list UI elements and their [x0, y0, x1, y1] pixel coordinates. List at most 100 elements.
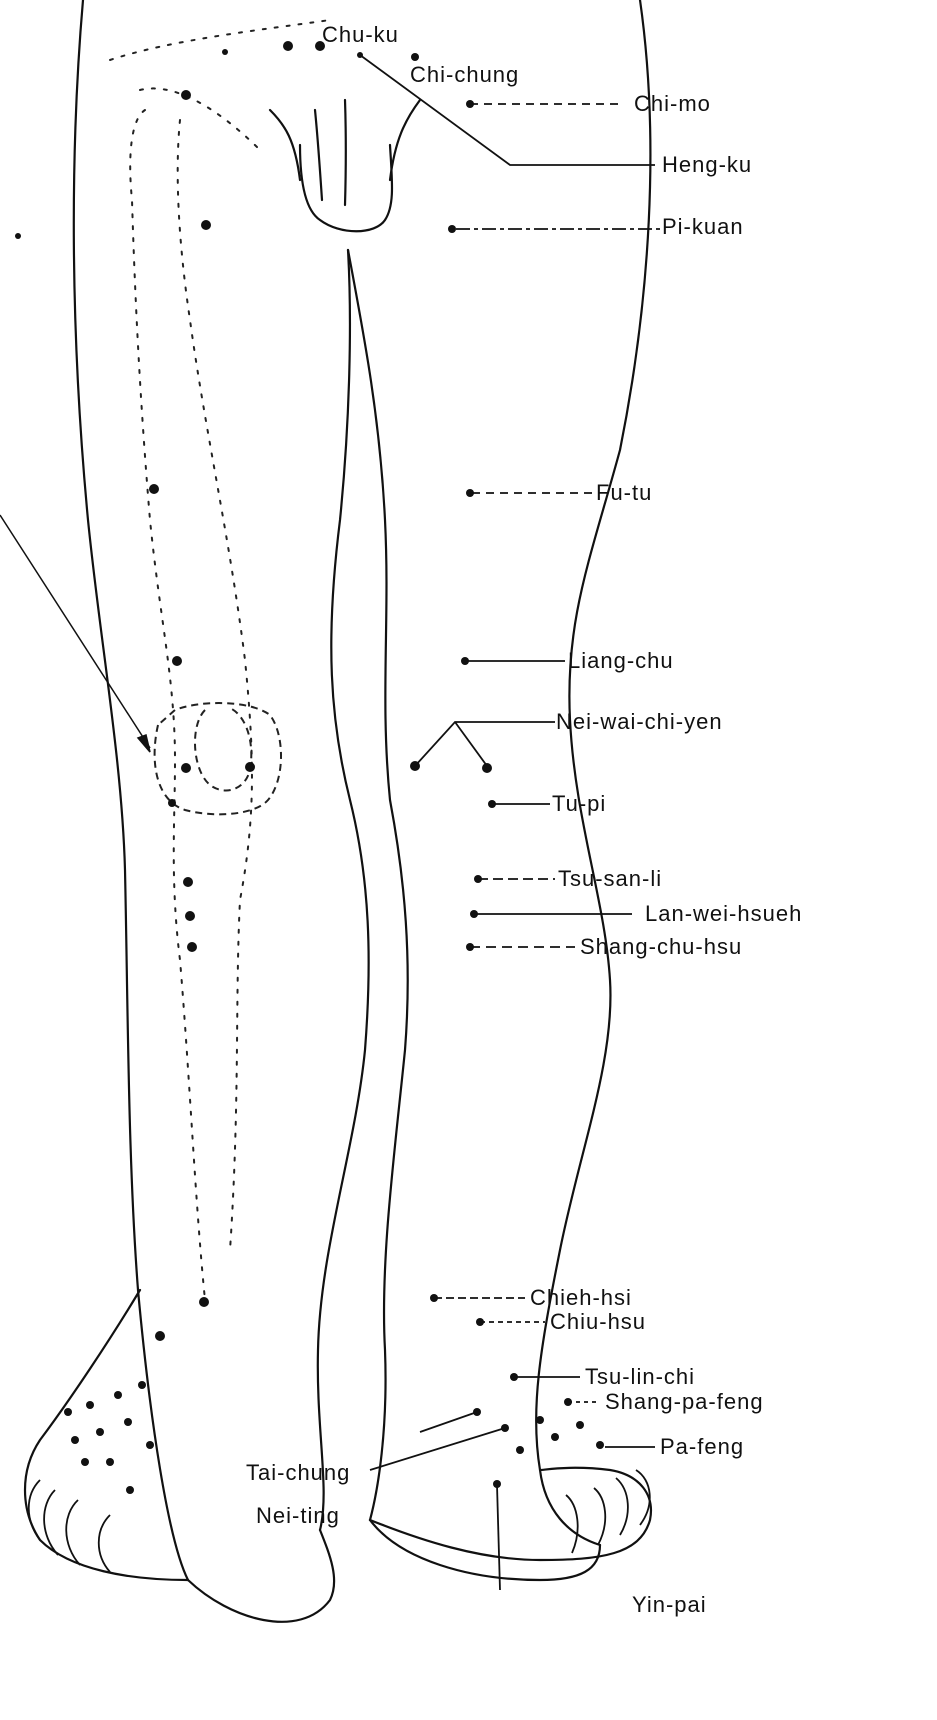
- dot-shin-3: [187, 942, 197, 952]
- dot-shang-chu-hsu: [466, 943, 474, 951]
- label-nei-ting: Nei-ting: [256, 1505, 340, 1527]
- label-shang-chu-hsu: Shang-chu-hsu: [580, 936, 742, 958]
- label-pa-feng: Pa-feng: [660, 1436, 744, 1458]
- right-toe-4: [566, 1495, 578, 1553]
- dot-chi-mo: [466, 100, 474, 108]
- dot-foot-l7: [124, 1418, 132, 1426]
- dot-tu-pi: [488, 800, 496, 808]
- right-toe-3: [594, 1488, 605, 1545]
- dot-thigh-1: [201, 220, 211, 230]
- right-foot-top: [370, 1468, 651, 1560]
- dot-chiu-hsu: [476, 1318, 484, 1326]
- meridian-paths: [110, 20, 330, 1300]
- left-toe-3: [66, 1500, 80, 1565]
- dot-foot-l4: [138, 1381, 146, 1389]
- dot-foot-l3: [114, 1391, 122, 1399]
- label-tu-pi: Tu-pi: [552, 793, 606, 815]
- kneecap-inner: [195, 708, 251, 790]
- right-toe-2: [616, 1478, 628, 1535]
- dot-foot-l11: [126, 1486, 134, 1494]
- leader-tai-chung: [420, 1412, 477, 1432]
- label-fu-tu: Fu-tu: [596, 482, 652, 504]
- dot-foot-l9: [81, 1458, 89, 1466]
- label-chi-chung: Chi-chung: [410, 64, 519, 86]
- dot-hip-2: [222, 49, 228, 55]
- right-foot-sole: [370, 1520, 600, 1580]
- dot-nei-wai-1: [410, 761, 420, 771]
- dot-shin-2: [185, 911, 195, 921]
- dot-foot-l8: [146, 1441, 154, 1449]
- left-leg-outer-outline: [74, 0, 188, 1580]
- dot-chi-chung: [411, 53, 419, 61]
- meridian-hip: [140, 88, 260, 150]
- dot-foot-r3: [576, 1421, 584, 1429]
- dot-foot-l10: [106, 1458, 114, 1466]
- label-chieh-hsi: Chieh-hsi: [530, 1287, 632, 1309]
- groin-line-b: [345, 100, 346, 205]
- dot-heng-ku: [357, 52, 363, 58]
- dot-hip-1: [181, 90, 191, 100]
- dot-shang-pa-feng: [564, 1398, 572, 1406]
- meridian-inner: [178, 120, 252, 1250]
- leader-nei-ting: [370, 1428, 505, 1470]
- label-nei-wai-chi-yen: Nei-wai-chi-yen: [556, 711, 723, 733]
- label-tsu-lin-chi: Tsu-lin-chi: [585, 1366, 695, 1388]
- dot-fu-tu: [466, 489, 474, 497]
- dot-ankle-1: [199, 1297, 209, 1307]
- dot-shin-1: [183, 877, 193, 887]
- dot-chieh-hsi: [430, 1294, 438, 1302]
- dot-foot-r2: [551, 1433, 559, 1441]
- groin-fold-left: [270, 110, 300, 180]
- dot-nei-ting: [501, 1424, 509, 1432]
- label-yin-pai: Yin-pai: [632, 1594, 707, 1616]
- label-shang-pa-feng: Shang-pa-feng: [605, 1391, 764, 1413]
- acupoints: [15, 41, 604, 1494]
- label-heng-ku: Heng-ku: [662, 154, 752, 176]
- left-leg-inner-outline: [318, 250, 369, 1530]
- label-liang-chu: Liang-chu: [568, 650, 674, 672]
- dot-knee-above: [172, 656, 182, 666]
- dot-tsu-san-li: [474, 875, 482, 883]
- arrow-head: [138, 735, 150, 752]
- dot-lan-wei-hsueh: [470, 910, 478, 918]
- groin-line-a: [315, 110, 322, 200]
- leader-lines: [360, 55, 660, 1590]
- dot-knee-right: [245, 762, 255, 772]
- right-leg-inner-outline: [348, 250, 408, 1520]
- label-tai-chung: Tai-chung: [246, 1462, 350, 1484]
- label-chiu-hsu: Chiu-hsu: [550, 1311, 646, 1333]
- meridian-upper-outer: [110, 20, 330, 60]
- dot-tsu-lin-chi: [510, 1373, 518, 1381]
- dot-foot-r4: [516, 1446, 524, 1454]
- leader-yin-pai: [497, 1485, 500, 1590]
- groin-fold-right: [390, 100, 420, 180]
- left-toe-4: [99, 1515, 110, 1572]
- dot-pi-kuan: [448, 225, 456, 233]
- dot-ankle-2: [155, 1331, 165, 1341]
- dot-liang-chu: [461, 657, 469, 665]
- dot-foot-l1: [64, 1408, 72, 1416]
- dot-yin-pai: [493, 1480, 501, 1488]
- dot-nei-wai-2: [482, 763, 492, 773]
- dot-foot-l2: [86, 1401, 94, 1409]
- label-pi-kuan: Pi-kuan: [662, 216, 744, 238]
- dot-upper-1: [283, 41, 293, 51]
- dot-pa-feng: [596, 1441, 604, 1449]
- label-lan-wei-hsueh: Lan-wei-hsueh: [645, 903, 802, 925]
- label-chi-mo: Chi-mo: [634, 93, 711, 115]
- arrow-shaft: [0, 515, 150, 748]
- label-chu-ku: Chu-ku: [322, 24, 399, 46]
- dot-foot-l6: [96, 1428, 104, 1436]
- dot-foot-r1: [536, 1416, 544, 1424]
- leader-nei-wai-chi-yen: [415, 722, 555, 766]
- dot-thigh-2: [149, 484, 159, 494]
- dot-below-knee: [168, 799, 176, 807]
- left-foot-outline: [188, 1530, 334, 1622]
- dot-knee-left: [181, 763, 191, 773]
- label-tsu-san-li: Tsu-san-li: [558, 868, 662, 890]
- dot-edge: [15, 233, 21, 239]
- dot-foot-l5: [71, 1436, 79, 1444]
- arrow: [0, 515, 150, 752]
